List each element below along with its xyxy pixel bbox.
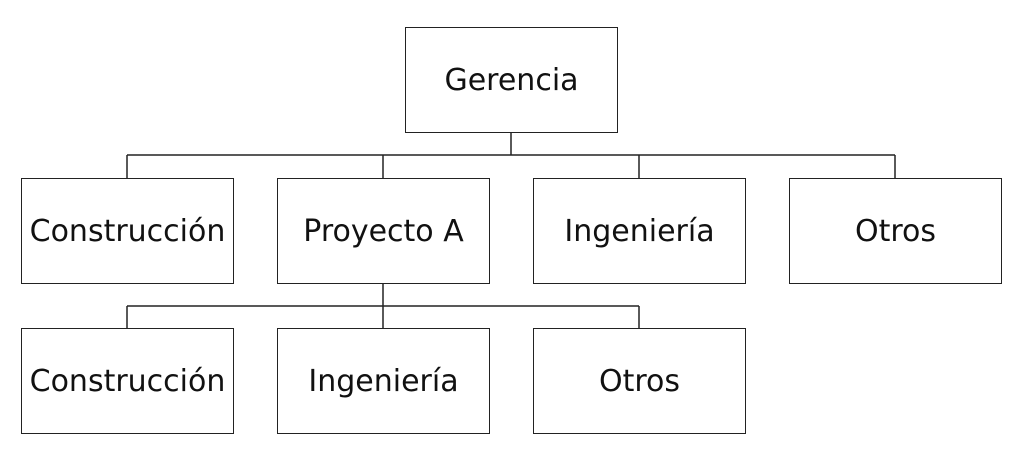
node-label: Otros bbox=[854, 213, 937, 249]
node-label: Ingeniería bbox=[308, 363, 459, 399]
node-construccion: Construcción bbox=[21, 178, 234, 284]
node-proyecto-a-ingenieria: Ingeniería bbox=[277, 328, 490, 434]
node-ingenieria: Ingeniería bbox=[533, 178, 746, 284]
node-proyecto-a-otros: Otros bbox=[533, 328, 746, 434]
node-label: Construcción bbox=[29, 363, 226, 399]
node-otros: Otros bbox=[789, 178, 1002, 284]
node-proyecto-a: Proyecto A bbox=[277, 178, 490, 284]
node-label: Ingeniería bbox=[564, 213, 715, 249]
node-label: Otros bbox=[598, 363, 681, 399]
node-gerencia: Gerencia bbox=[405, 27, 618, 133]
node-label: Gerencia bbox=[444, 62, 579, 98]
node-proyecto-a-construccion: Construcción bbox=[21, 328, 234, 434]
node-label: Construcción bbox=[29, 213, 226, 249]
node-label: Proyecto A bbox=[303, 213, 464, 249]
